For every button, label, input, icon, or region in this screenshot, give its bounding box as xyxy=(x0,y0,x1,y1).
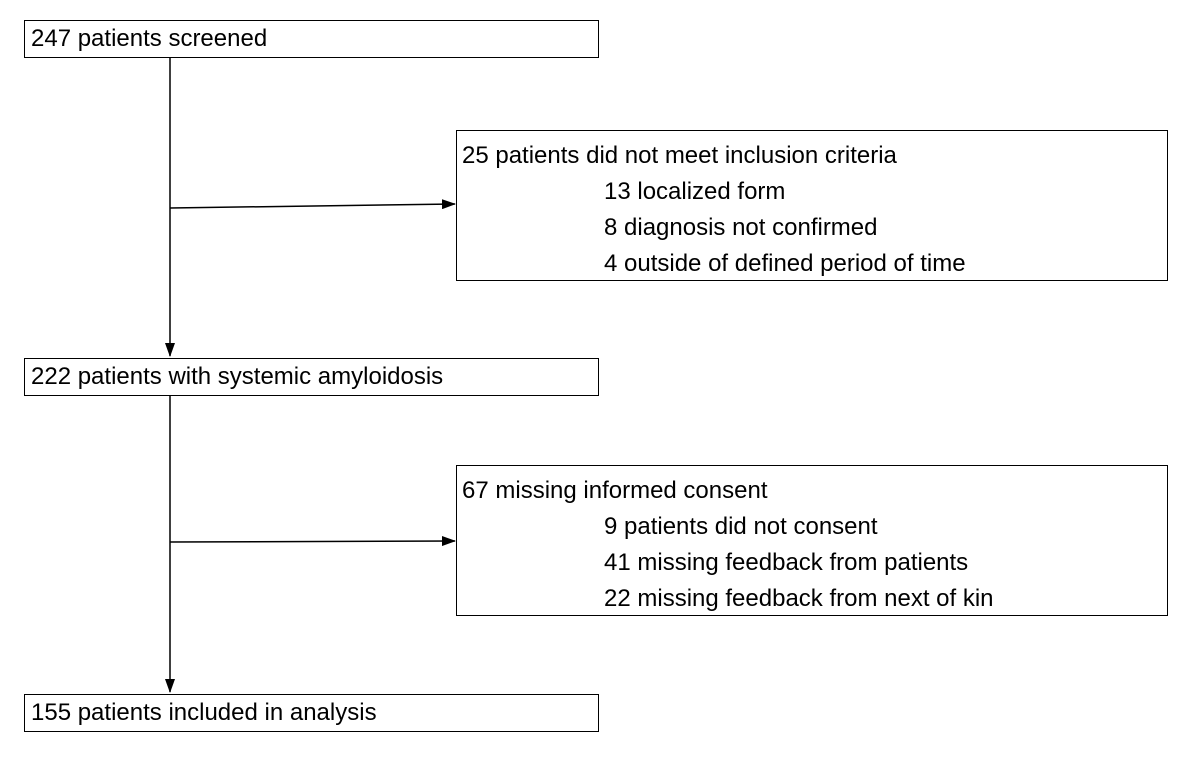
exclusion-consent-item: 9 patients did not consent xyxy=(604,513,878,540)
box-patients-screened: 247 patients screened xyxy=(24,20,599,58)
exclusion-criteria-item: 8 diagnosis not confirmed xyxy=(604,214,878,241)
exclusion-criteria-item: 13 localized form xyxy=(604,178,786,205)
exclusion-consent-heading: 67 missing informed consent xyxy=(462,477,768,504)
arrow-to-exclusion-consent xyxy=(169,536,456,547)
exclusion-criteria-item: 4 outside of defined period of time xyxy=(604,250,966,277)
box-systemic-amyloidosis-label: 222 patients with systemic amyloidosis xyxy=(31,363,444,390)
box-included-in-analysis: 155 patients included in analysis xyxy=(24,694,599,732)
exclusion-criteria-heading: 25 patients did not meet inclusion crite… xyxy=(462,142,897,169)
arrow-to-exclusion-criteria xyxy=(169,199,456,210)
exclusion-consent-item: 41 missing feedback from patients xyxy=(604,549,969,576)
box-patients-screened-label: 247 patients screened xyxy=(31,25,268,52)
box-systemic-amyloidosis: 222 patients with systemic amyloidosis xyxy=(24,358,599,396)
box-included-in-analysis-label: 155 patients included in analysis xyxy=(31,699,377,726)
exclusion-consent-item: 22 missing feedback from next of kin xyxy=(604,585,994,612)
box-exclusion-consent: 67 missing informed consent 9 patients d… xyxy=(456,465,1168,616)
box-exclusion-criteria: 25 patients did not meet inclusion crite… xyxy=(456,130,1168,281)
